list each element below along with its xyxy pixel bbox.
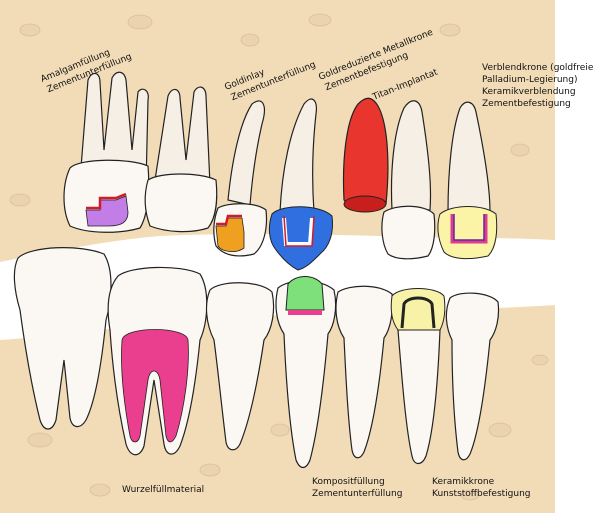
upper-molar-amalgam [63,71,150,233]
veneer-cement [453,214,485,241]
lower-canine-composite [275,276,337,469]
lower-molar-rootfill [107,266,208,456]
composite-cement [288,310,322,315]
implant-base [343,195,387,213]
upper-molar-2 [144,86,218,233]
lower-incisor [335,285,394,459]
label-composite-line1: Kompositfüllung [312,477,385,487]
label-rootfill: Wurzelfüllmaterial [122,485,204,495]
label-ceramic-line2: Kunststoffbefestigung [432,489,531,499]
ceramic-crown [390,288,446,331]
label-veneer: Verblendkrone (goldfreie Palladium-Legie… [482,63,594,109]
lower-molar-1 [13,247,112,430]
upper-premolar-goldinlay [213,100,268,257]
lower-incisor-last [445,292,500,461]
upper-incisor [381,100,436,260]
amalgam-filling [85,195,129,227]
label-ceramic-line1: Keramikkrone [432,477,495,487]
label-ceramic: Keramikkrone Kunststoffbefestigung [432,477,531,499]
label-rootfill-line1: Wurzelfüllmaterial [122,485,204,495]
lower-premolar [205,282,275,451]
label-composite-line2: Zementunterfüllung [312,489,402,499]
ceramic-crown-bonding [400,296,436,329]
upper-canine-metalcrown [268,98,333,271]
gold-inlay [215,217,245,252]
label-veneer-line3: Keramikverblendung [482,87,576,97]
titanium-implant [342,97,389,213]
right-margin [555,0,600,513]
composite-filling [285,276,325,311]
veneer-ceramic-layer [450,214,488,244]
label-veneer-line4: Zementbefestigung [482,99,571,109]
lower-incisor-ceramic [390,288,446,465]
metal-crown-cement [283,215,315,247]
label-composite: Kompositfüllung Zementunterfüllung [312,477,402,499]
gum-texture [9,13,549,501]
veneer-crown [437,206,498,260]
label-veneer-line1: Verblendkrone (goldfreie [482,63,594,73]
label-veneer-line2: Palladium-Legierung) [482,75,577,85]
root-fill-material [121,329,189,443]
amalgam-cement [86,192,127,210]
goldinlay-cement [216,214,242,226]
upper-incisor-veneer [437,101,498,260]
